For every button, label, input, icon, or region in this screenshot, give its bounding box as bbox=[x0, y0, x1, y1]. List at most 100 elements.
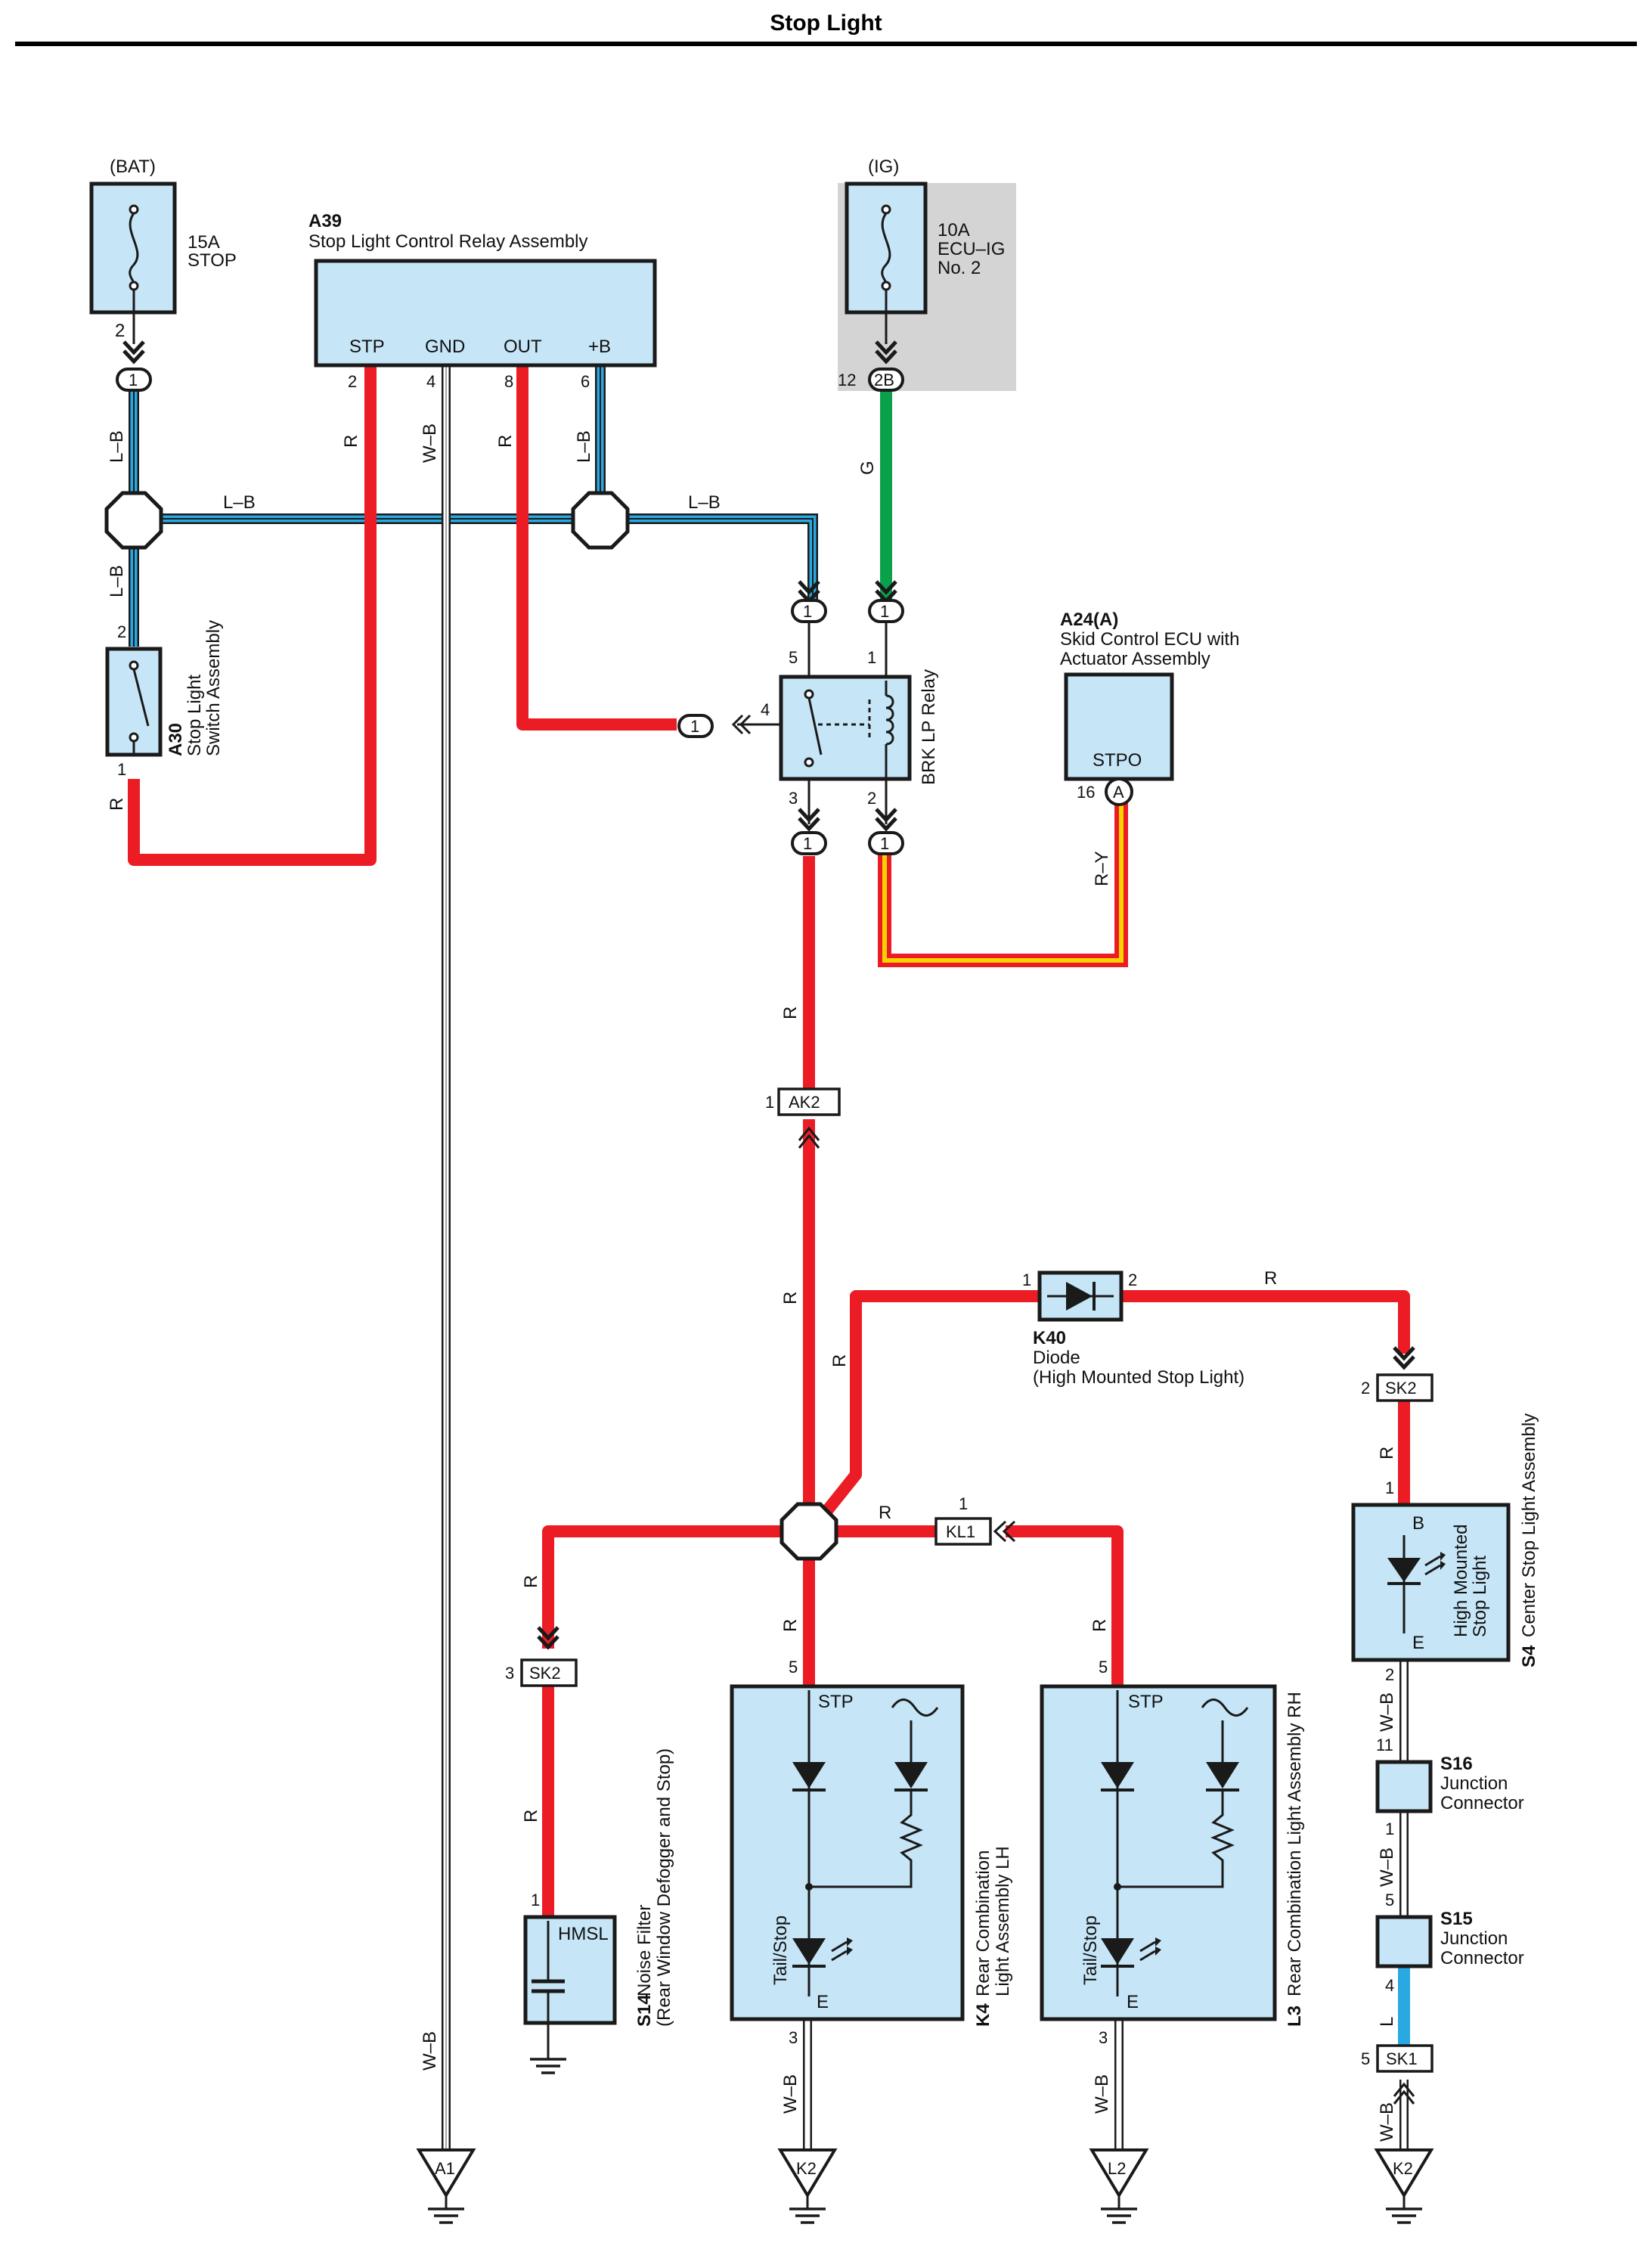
s4-box bbox=[1351, 1503, 1511, 1662]
pin-label: 1 bbox=[765, 1093, 774, 1112]
ground-a1: A1 bbox=[417, 2148, 475, 2224]
svg-text:R: R bbox=[1089, 1619, 1110, 1632]
pin-label: 2 bbox=[117, 622, 126, 641]
s14-box bbox=[523, 1915, 617, 2025]
s4-term-b: B bbox=[1412, 1513, 1424, 1534]
pin-label: 5 bbox=[789, 648, 798, 667]
svg-text:W–B: W–B bbox=[420, 423, 440, 463]
relay-box bbox=[779, 675, 912, 781]
ground-l2: L2 bbox=[1090, 2148, 1148, 2224]
svg-text:R: R bbox=[107, 798, 127, 811]
pin-label: 12 bbox=[838, 371, 856, 389]
a39-name: Stop Light Control Relay Assembly bbox=[308, 231, 588, 252]
pin-label: 2 bbox=[1128, 1270, 1137, 1289]
s15-name2: Connector bbox=[1440, 1948, 1524, 1968]
pin-label: 1 bbox=[959, 1494, 968, 1513]
ry-wire bbox=[878, 803, 1128, 967]
connector-label: 1 bbox=[129, 371, 138, 389]
svg-text:R: R bbox=[780, 1292, 801, 1304]
k4-box bbox=[730, 1684, 965, 2021]
s4-name: Center Stop Light Assembly bbox=[1519, 1413, 1539, 1637]
ig-fuse: (IG) 10A ECU–IG No. 2 2B 12 bbox=[838, 157, 1005, 392]
r-wires bbox=[128, 367, 1410, 1917]
l3-e: E bbox=[1127, 1992, 1139, 2012]
a39-id: A39 bbox=[308, 211, 342, 231]
ak2-connector: AK2 1 bbox=[765, 1087, 841, 1149]
terminal-out: OUT bbox=[504, 337, 542, 357]
svg-text:SK2: SK2 bbox=[529, 1664, 561, 1683]
svg-text:W–B: W–B bbox=[1377, 1692, 1397, 1732]
a30-name2: Switch Assembly bbox=[203, 620, 224, 756]
pin-label: 4 bbox=[426, 372, 435, 391]
ig-label: (IG) bbox=[868, 157, 899, 177]
svg-text:R: R bbox=[1377, 1447, 1397, 1460]
page-title: Stop Light bbox=[770, 11, 882, 36]
svg-text:W–B: W–B bbox=[420, 2031, 440, 2071]
connector-label: 1 bbox=[690, 717, 699, 736]
ground-k2-right: K2 bbox=[1375, 2148, 1433, 2224]
svg-text:W–B: W–B bbox=[780, 2074, 801, 2114]
l3-box bbox=[1040, 1684, 1277, 2021]
ig-fuse-name2: No. 2 bbox=[938, 258, 981, 278]
s14-name1: Noise Filter bbox=[634, 1905, 655, 1996]
svg-text:R: R bbox=[521, 1575, 541, 1588]
svg-text:R: R bbox=[780, 1007, 801, 1019]
sk2-connector-left: SK2 3 bbox=[505, 1627, 578, 1687]
bat-fuse-name: STOP bbox=[188, 250, 237, 271]
pin-label: 3 bbox=[1099, 2028, 1108, 2047]
k40-id: K40 bbox=[1033, 1328, 1066, 1348]
pin-label: 3 bbox=[789, 789, 798, 808]
a24-name2: Actuator Assembly bbox=[1060, 649, 1210, 669]
svg-text:L: L bbox=[1377, 2017, 1397, 2027]
k4-lamp: Tail/Stop bbox=[770, 1916, 791, 1985]
s14-terminal: HMSL bbox=[558, 1924, 609, 1944]
k4-stp: STP bbox=[818, 1692, 854, 1712]
k40-name2: (High Mounted Stop Light) bbox=[1033, 1367, 1244, 1388]
svg-text:R: R bbox=[1264, 1268, 1277, 1289]
pin-label: 1 bbox=[1385, 1819, 1394, 1838]
pin-label: 8 bbox=[504, 372, 513, 391]
a24-id: A24(A) bbox=[1060, 610, 1118, 630]
svg-text:K2: K2 bbox=[796, 2159, 817, 2178]
a39-box bbox=[314, 259, 657, 368]
connector-label: 1 bbox=[880, 834, 889, 853]
pin-label: 3 bbox=[789, 2028, 798, 2047]
svg-text:G: G bbox=[857, 461, 878, 475]
svg-text:W–B: W–B bbox=[1377, 1847, 1397, 1887]
relay-name: BRK LP Relay bbox=[919, 669, 939, 785]
wire-color-labels: L–B L–B R R W–B R L–B G R–Y R R R R R R … bbox=[107, 423, 1397, 2142]
connector-label: 1 bbox=[880, 602, 889, 621]
k4-id: K4 bbox=[973, 2003, 993, 2027]
svg-text:L–B: L–B bbox=[223, 492, 256, 513]
l3-name: Rear Combination Light Assembly RH bbox=[1285, 1692, 1305, 1996]
kl1-connector: KL1 1 bbox=[934, 1494, 1016, 1546]
pin-label: 2 bbox=[1385, 1665, 1394, 1684]
l3-rear-combination-rh: 5 STP E Tail/Stop 3 L3 Rear Combination … bbox=[1040, 1658, 1305, 2047]
pin-label: 2 bbox=[348, 372, 357, 391]
pin-label: 5 bbox=[1361, 2049, 1370, 2068]
s4-lamp1: High Mounted bbox=[1451, 1525, 1471, 1637]
svg-text:R: R bbox=[879, 1503, 891, 1523]
junction-lb-right bbox=[573, 493, 628, 548]
s15-box bbox=[1375, 1915, 1433, 1968]
terminal-stp: STP bbox=[349, 337, 385, 357]
a24-name1: Skid Control ECU with bbox=[1060, 629, 1239, 650]
pin-label: 2 bbox=[867, 789, 876, 808]
bat-fuse: (BAT) 15A STOP 2 1 bbox=[89, 157, 237, 392]
s4-lamp2: Stop Light bbox=[1470, 1556, 1490, 1637]
s15-name1: Junction bbox=[1440, 1928, 1508, 1949]
pin-label: 5 bbox=[1099, 1658, 1108, 1677]
k40-diode: 1 2 K40 Diode (High Mounted Stop Light) bbox=[1022, 1270, 1244, 1388]
ig-fuse-name1: ECU–IG bbox=[938, 239, 1005, 259]
pin-label: 1 bbox=[867, 648, 876, 667]
pin-label: 2 bbox=[1361, 1379, 1370, 1398]
l3-stp: STP bbox=[1128, 1692, 1164, 1712]
lower-wb-wires bbox=[803, 1660, 1409, 2151]
bat-fuse-amp: 15A bbox=[188, 232, 220, 253]
s15-junction-connector: 5 4 S15 Junction Connector bbox=[1375, 1891, 1524, 1995]
svg-text:SK1: SK1 bbox=[1386, 2049, 1418, 2068]
svg-text:L2: L2 bbox=[1108, 2159, 1126, 2178]
a30-stop-light-switch: 2 1 A30 Stop Light Switch Assembly bbox=[105, 620, 224, 779]
s14-name2: (Rear Window Defogger and Stop) bbox=[654, 1748, 674, 2027]
svg-text:L–B: L–B bbox=[688, 492, 721, 513]
